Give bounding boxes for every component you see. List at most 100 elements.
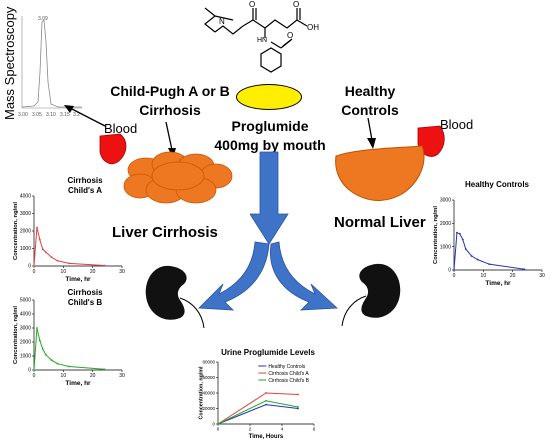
x-tick-label: 2 [249,427,252,432]
arrow-healthy-to-liver [367,117,376,149]
chart-h-title: Healthy Controls [452,180,542,190]
data-point [50,256,53,259]
x-tick-label: 6 [313,427,316,432]
y-tick-label: 2000 [20,340,31,346]
x-tick-label: 20 [510,273,516,279]
y-tick-label: 80000 [202,360,215,365]
data-point [41,348,44,350]
data-point [41,248,44,251]
data-point [56,362,59,365]
data-point [68,365,71,368]
pill [236,84,302,110]
x-tick-label: 0 [453,273,456,279]
dose-text: 400mg by mouth [214,137,326,153]
legend-label: Cirrhosis Child's A [268,371,309,377]
data-point [38,339,41,342]
data-point [523,268,526,271]
data-point [470,255,473,257]
ms-tick: 3.10 [46,112,56,118]
data-point [56,259,59,262]
data-point [464,248,467,250]
legend-label: Cirrhosis Child's B [268,378,309,384]
chart-b-title-line2: Child's B [67,298,103,307]
data-point [458,232,461,235]
y-tick-label: 2000 [20,229,31,235]
data-point [488,263,491,266]
split-arrows [198,241,338,311]
legend-label: Healthy Controls [268,364,305,370]
data-point [68,262,71,265]
x-tick-label: 20 [90,269,96,275]
blood-drop-left-icon [99,133,127,165]
x-tick-label: 4 [281,427,284,432]
data-point [265,403,267,406]
healthy-group-label: Healthy Controls [330,82,410,120]
x-tick-label: 0 [217,427,220,432]
y-tick-label: 3000 [20,211,31,217]
data-point [453,269,455,271]
blood-label-left: Blood [104,121,138,136]
y-axis-label: Concentration, ng/ml [433,206,439,264]
data-point [461,238,464,241]
y-tick-label: 5000 [20,298,31,304]
child-pugh-label: Child-Pugh A or B [110,83,230,99]
x-tick-label: 10 [481,273,487,279]
data-point [44,251,47,253]
x-tick-label: 0 [33,269,36,275]
data-point [265,399,267,402]
chart-b-title-line1: Cirrhosis [67,288,103,297]
kidney-right-icon [341,263,401,327]
x-tick-label: 0 [33,373,36,379]
chart-a-title-line2: Child's A [67,186,103,195]
normal-liver-label: Normal Liver [334,214,426,231]
o-atom: O [249,0,255,9]
data-point [33,369,35,371]
data-point [33,265,35,267]
data-point [36,327,38,329]
data-point [297,393,299,396]
dose-label: Proglumide 400mg by mouth [190,117,350,155]
x-tick-label: 10 [61,373,67,379]
kidney-left-icon [145,265,205,329]
data-point [44,353,47,356]
y-tick-label: 4000 [20,312,31,318]
x-axis-label: Time, hr [65,276,91,283]
healthy-label: Healthy [344,83,396,99]
controls-label: Controls [341,102,399,118]
series-line [217,404,299,425]
chart-h-title-line1: Healthy Controls [464,180,529,189]
arrow-blood-to-ms [64,105,106,127]
y-tick-label: 0 [28,264,31,270]
chart-u-title-line1: Urine Proglumide Levels [221,348,315,357]
data-point [38,238,41,241]
chart-b-title: Cirrhosis Child's B [55,288,115,308]
y-axis-label: Concentration, ng/ml [13,306,19,364]
y-axis-label: Concentration, ng/ml [13,202,19,260]
data-point [103,264,106,267]
x-tick-label: 30 [119,269,125,275]
x-tick-label: 30 [539,273,545,279]
y-tick-label: 0 [448,268,451,274]
x-axis-label: Time, hr [485,280,511,287]
data-point [456,231,458,234]
oh-label: OH [307,23,319,32]
y-tick-label: 3000 [440,198,451,204]
normal-liver-icon [335,145,425,201]
liver-cirrhosis-label: Liver Cirrhosis [112,224,218,241]
data-point [265,392,267,394]
chart-u-title: Urine Proglumide Levels [208,348,328,358]
ms-tick: 3.05 [32,112,42,118]
y-tick-label: 1000 [20,246,31,252]
data-point [476,258,479,261]
series-line [33,327,105,371]
data-point [103,368,106,371]
y-tick-label: 60000 [202,375,215,380]
series-line [33,227,105,267]
y-tick-label: 1000 [20,354,31,360]
n-atom: N [219,17,225,26]
y-tick-label: 4000 [20,194,31,200]
x-axis-label: Time, hr [65,380,91,387]
